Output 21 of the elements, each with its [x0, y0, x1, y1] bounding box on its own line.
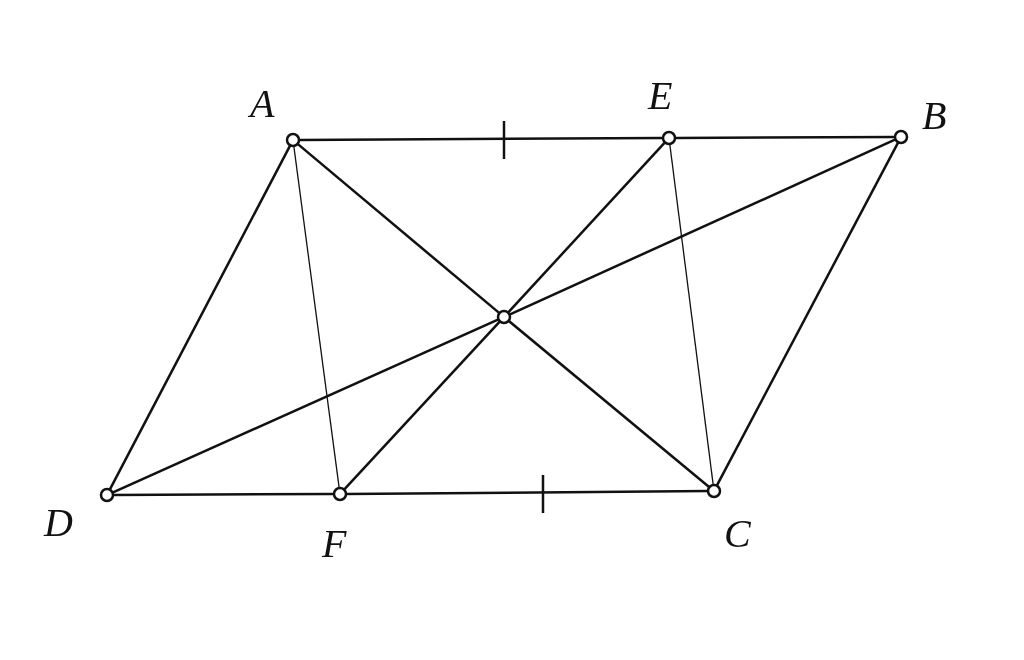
line-segment [108, 144, 292, 491]
line-segment [296, 142, 501, 315]
line-segment [675, 135, 895, 140]
point-label: B [922, 96, 947, 136]
point-label: F [322, 524, 347, 564]
line-segment [113, 492, 334, 497]
line-segment [299, 136, 663, 142]
line-segment [111, 318, 500, 494]
point-marker [497, 310, 511, 324]
point-label: A [250, 84, 275, 124]
point-label: E [648, 76, 673, 116]
line-segment [715, 141, 900, 487]
line-segment [507, 319, 711, 489]
line-segment [343, 320, 501, 491]
line-segment [508, 138, 897, 316]
line-segment [669, 143, 714, 486]
line-segment [293, 145, 340, 489]
line-segment [507, 141, 666, 314]
point-label: D [44, 503, 73, 543]
point-label: C [724, 514, 751, 554]
line-segment [346, 489, 708, 496]
